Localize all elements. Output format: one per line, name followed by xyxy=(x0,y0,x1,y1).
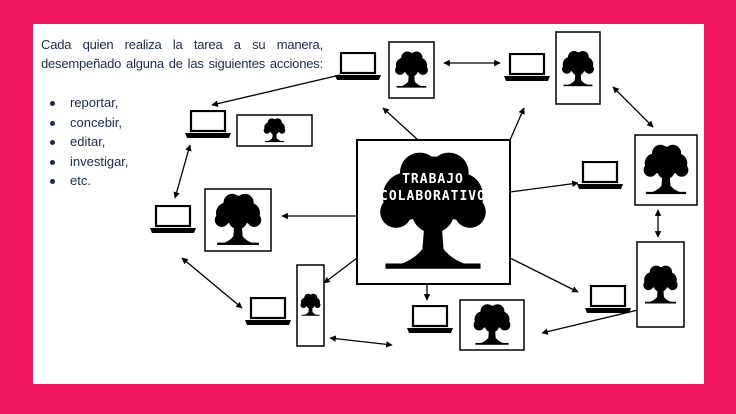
laptop-icon xyxy=(243,297,293,327)
action-item: etc. xyxy=(48,171,129,191)
center-title-line-2: COLABORATIVO xyxy=(380,189,486,204)
tree-icon xyxy=(204,188,272,252)
tree-icon xyxy=(236,114,313,147)
intro-line-1: Cada quien realiza la tarea a su manera, xyxy=(41,37,323,52)
laptop-icon xyxy=(183,110,233,140)
intro-line-2: desempeñado alguna de las siguientes acc… xyxy=(41,56,323,71)
action-item: investigar, xyxy=(48,152,129,172)
center-title-line-1: TRABAJO xyxy=(402,172,464,187)
tree-icon xyxy=(388,41,435,99)
laptop-icon xyxy=(333,52,383,82)
laptop-icon xyxy=(575,161,625,191)
laptop-icon xyxy=(405,305,455,335)
laptop-icon xyxy=(583,285,633,315)
tree-icon xyxy=(555,31,601,105)
laptop-icon xyxy=(148,205,198,235)
laptop-icon xyxy=(502,53,552,83)
intro-text: Cada quien realiza la tarea a su manera,… xyxy=(41,35,323,73)
action-item: concebir, xyxy=(48,113,129,133)
action-item: reportar, xyxy=(48,93,129,113)
tree-icon xyxy=(636,241,685,328)
tree-icon xyxy=(634,134,698,206)
center-node: TRABAJO COLABORATIVO xyxy=(356,139,511,285)
tree-icon xyxy=(459,299,525,351)
actions-list: reportar, concebir, editar, investigar, … xyxy=(48,93,129,191)
tree-icon xyxy=(296,264,325,347)
action-item: editar, xyxy=(48,132,129,152)
